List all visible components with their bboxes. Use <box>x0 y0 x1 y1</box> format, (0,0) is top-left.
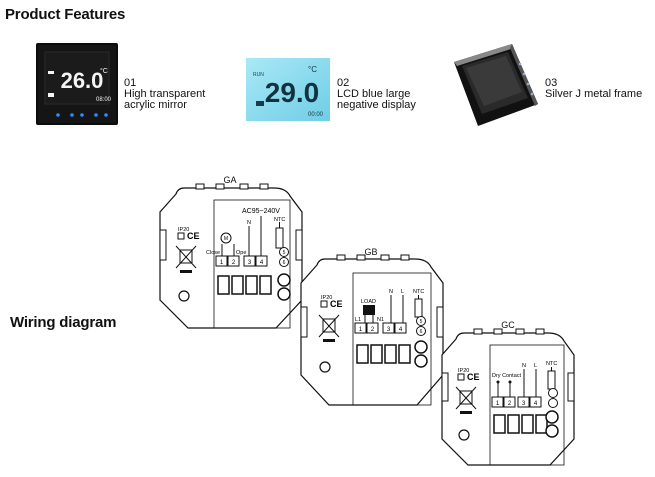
svg-text:IP20: IP20 <box>178 227 189 233</box>
svg-text:4: 4 <box>534 401 538 407</box>
svg-text:°C: °C <box>308 65 317 74</box>
svg-text:IP20: IP20 <box>458 368 469 374</box>
svg-text:N1: N1 <box>377 317 384 323</box>
svg-text:5: 5 <box>283 250 286 256</box>
svg-text:N: N <box>522 363 526 369</box>
wiring-unit-gb: GB IP20 CE LOAD L1 N1 N L NTC 1 2 3 4 5 … <box>300 247 444 406</box>
wiring-diagram-heading: Wiring diagram <box>10 314 117 331</box>
model-label-ga: GA <box>223 175 236 185</box>
svg-text:NTC: NTC <box>274 217 285 223</box>
svg-text:NTC: NTC <box>413 289 424 295</box>
svg-text:2: 2 <box>371 327 375 333</box>
svg-text:°C: °C <box>100 67 108 75</box>
svg-text:2: 2 <box>232 260 236 266</box>
model-label-gc: GC <box>501 320 515 330</box>
terminal-block-ga: 1 2 3 4 <box>215 255 268 267</box>
svg-text:Ope: Ope <box>236 250 246 256</box>
svg-text:IP20: IP20 <box>321 295 332 301</box>
product-features-heading: Product Features <box>5 6 126 23</box>
svg-text:1: 1 <box>359 327 363 333</box>
svg-text:CE: CE <box>467 372 480 382</box>
weee-bin-icon <box>175 245 197 273</box>
model-label-gb: GB <box>364 247 377 257</box>
svg-text:3: 3 <box>387 327 391 333</box>
weee-bin-icon <box>318 314 340 342</box>
svg-text:M: M <box>224 236 228 242</box>
svg-text:RUN: RUN <box>253 72 264 78</box>
feature-2-text: 02 LCD blue large negative display <box>337 77 416 111</box>
svg-text:N: N <box>389 289 393 295</box>
lcd-temp-text: 29.0 <box>265 77 320 108</box>
feature-1-text: 01 High transparent acrylic mirror <box>124 77 206 111</box>
svg-text:6: 6 <box>283 260 286 266</box>
wiring-unit-gc: GC IP20 CE Dry Contact N L NTC 1 2 3 4 <box>441 320 575 466</box>
svg-text:NTC: NTC <box>546 361 557 367</box>
svg-text:1: 1 <box>496 401 500 407</box>
weee-bin-icon <box>455 386 477 414</box>
svg-text:3: 3 <box>248 260 252 266</box>
svg-text:2: 2 <box>508 401 512 407</box>
svg-text:3: 3 <box>522 401 526 407</box>
svg-text:5: 5 <box>420 319 423 325</box>
svg-text:Dry Contact: Dry Contact <box>492 373 522 379</box>
thermostat-metal-frame-image <box>454 44 538 126</box>
lcd-blue-display-image: RUN 29.0 °C 00:00 <box>246 58 330 121</box>
svg-text:L: L <box>401 289 404 295</box>
svg-text:4: 4 <box>260 260 264 266</box>
svg-text:00:00: 00:00 <box>308 112 324 118</box>
terminal-block-gc: 1 2 3 4 <box>491 396 542 408</box>
svg-text:CE: CE <box>187 231 200 241</box>
wiring-unit-ga: GA IP20 CE AC95~240V NTC Close Ope N M 1… <box>159 175 303 329</box>
svg-text:LOAD: LOAD <box>361 299 376 305</box>
thermostat-mirror-image: 26.0 °C 08:00 <box>36 43 118 125</box>
svg-text:08:00: 08:00 <box>96 97 112 103</box>
svg-text:4: 4 <box>399 327 403 333</box>
mirror-temp-text: 26.0 <box>61 68 104 93</box>
svg-text:L1: L1 <box>355 317 361 323</box>
svg-text:AC95~240V: AC95~240V <box>242 208 280 215</box>
svg-text:6: 6 <box>420 329 423 335</box>
svg-text:CE: CE <box>330 299 343 309</box>
terminal-block-gb: 1 2 3 4 <box>354 322 407 334</box>
svg-text:Close: Close <box>206 250 220 256</box>
feature-3-text: 03 Silver J metal frame <box>545 77 643 100</box>
svg-text:N: N <box>247 220 251 226</box>
svg-text:1: 1 <box>220 260 224 266</box>
svg-text:L: L <box>534 363 537 369</box>
